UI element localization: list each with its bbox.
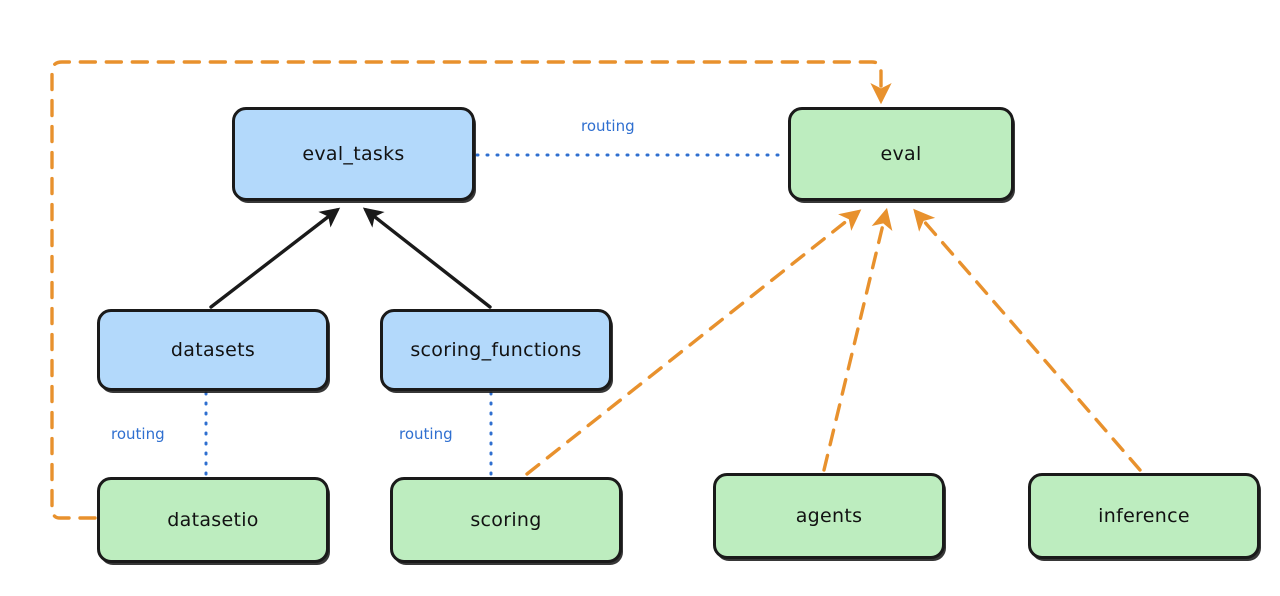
node-eval[interactable]: eval bbox=[788, 107, 1014, 201]
node-label-inference: inference bbox=[1098, 504, 1190, 527]
edge-datasets-eval-tasks bbox=[209, 207, 341, 309]
node-label-eval-tasks: eval_tasks bbox=[302, 142, 405, 165]
node-scoring-functions[interactable]: scoring_functions bbox=[380, 309, 612, 391]
node-label-scoring-functions: scoring_functions bbox=[410, 338, 582, 361]
edge-label-routing-scoring: routing bbox=[396, 425, 456, 443]
node-datasetio[interactable]: datasetio bbox=[97, 477, 329, 563]
edge-agents-eval bbox=[822, 207, 893, 472]
node-label-eval: eval bbox=[880, 142, 922, 165]
node-scoring[interactable]: scoring bbox=[390, 477, 622, 563]
node-label-agents: agents bbox=[795, 504, 863, 527]
edge-datasetio-eval bbox=[50, 60, 892, 520]
edge-scoring-eval bbox=[525, 209, 862, 476]
node-eval-tasks[interactable]: eval_tasks bbox=[232, 107, 475, 201]
node-inference[interactable]: inference bbox=[1028, 473, 1260, 559]
edge-label-routing-datasetio: routing bbox=[108, 425, 168, 443]
node-label-scoring: scoring bbox=[470, 508, 542, 531]
node-label-datasets: datasets bbox=[170, 338, 256, 361]
edge-scoring-functions-eval-tasks bbox=[362, 207, 492, 309]
edge-label-routing-eval: routing bbox=[578, 117, 638, 135]
edge-inference-eval bbox=[913, 208, 1142, 472]
node-datasets[interactable]: datasets bbox=[97, 309, 329, 391]
node-agents[interactable]: agents bbox=[713, 473, 945, 559]
node-label-datasetio: datasetio bbox=[167, 508, 259, 531]
